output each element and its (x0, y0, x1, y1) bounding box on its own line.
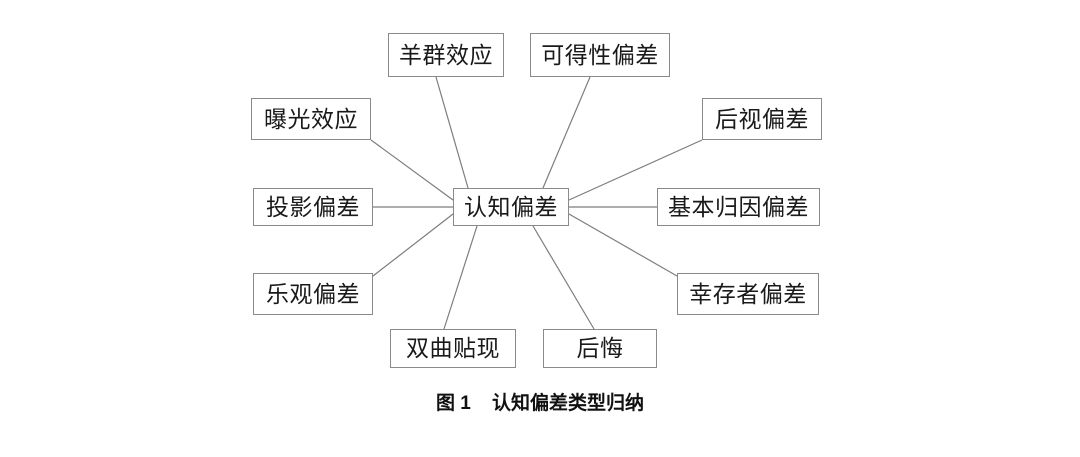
node-label: 羊群效应 (399, 42, 493, 68)
edge-center-to-survivorship-bias (568, 213, 678, 277)
node-label: 乐观偏差 (266, 281, 360, 307)
edge-center-to-optimism-bias (372, 213, 454, 277)
center-node-center[interactable]: 认知偏差 (453, 188, 569, 226)
node-regret[interactable]: 后悔 (543, 329, 657, 368)
node-label: 后悔 (576, 336, 624, 361)
node-hindsight-bias[interactable]: 后视偏差 (702, 98, 822, 140)
node-label: 后视偏差 (715, 106, 809, 132)
edge-center-to-hindsight-bias (568, 139, 703, 201)
node-mere-exposure-effect[interactable]: 曝光效应 (251, 98, 371, 140)
edge-center-to-availability-bias (542, 76, 591, 189)
edge-center-to-hyperbolic-discounting (443, 225, 478, 330)
node-survivorship-bias[interactable]: 幸存者偏差 (677, 273, 819, 315)
node-label: 可得性偏差 (541, 42, 659, 68)
figure-caption: 图 1 认知偏差类型归纳 (436, 393, 644, 414)
edge-center-to-regret (532, 225, 595, 330)
edge-center-to-herd-effect (435, 76, 469, 189)
node-projection-bias[interactable]: 投影偏差 (253, 188, 373, 226)
node-label: 双曲贴现 (406, 336, 500, 361)
node-label: 幸存者偏差 (689, 281, 807, 307)
node-fundamental-attribution-bias[interactable]: 基本归因偏差 (657, 188, 820, 226)
edge-center-to-mere-exposure-effect (370, 139, 454, 201)
node-label: 投影偏差 (266, 194, 360, 220)
node-availability-bias[interactable]: 可得性偏差 (530, 33, 670, 77)
node-label: 认知偏差 (464, 194, 558, 220)
node-optimism-bias[interactable]: 乐观偏差 (253, 273, 373, 315)
node-herd-effect[interactable]: 羊群效应 (388, 33, 504, 77)
node-hyperbolic-discounting[interactable]: 双曲贴现 (390, 329, 516, 368)
node-label: 曝光效应 (264, 106, 358, 132)
node-label: 基本归因偏差 (668, 194, 809, 220)
